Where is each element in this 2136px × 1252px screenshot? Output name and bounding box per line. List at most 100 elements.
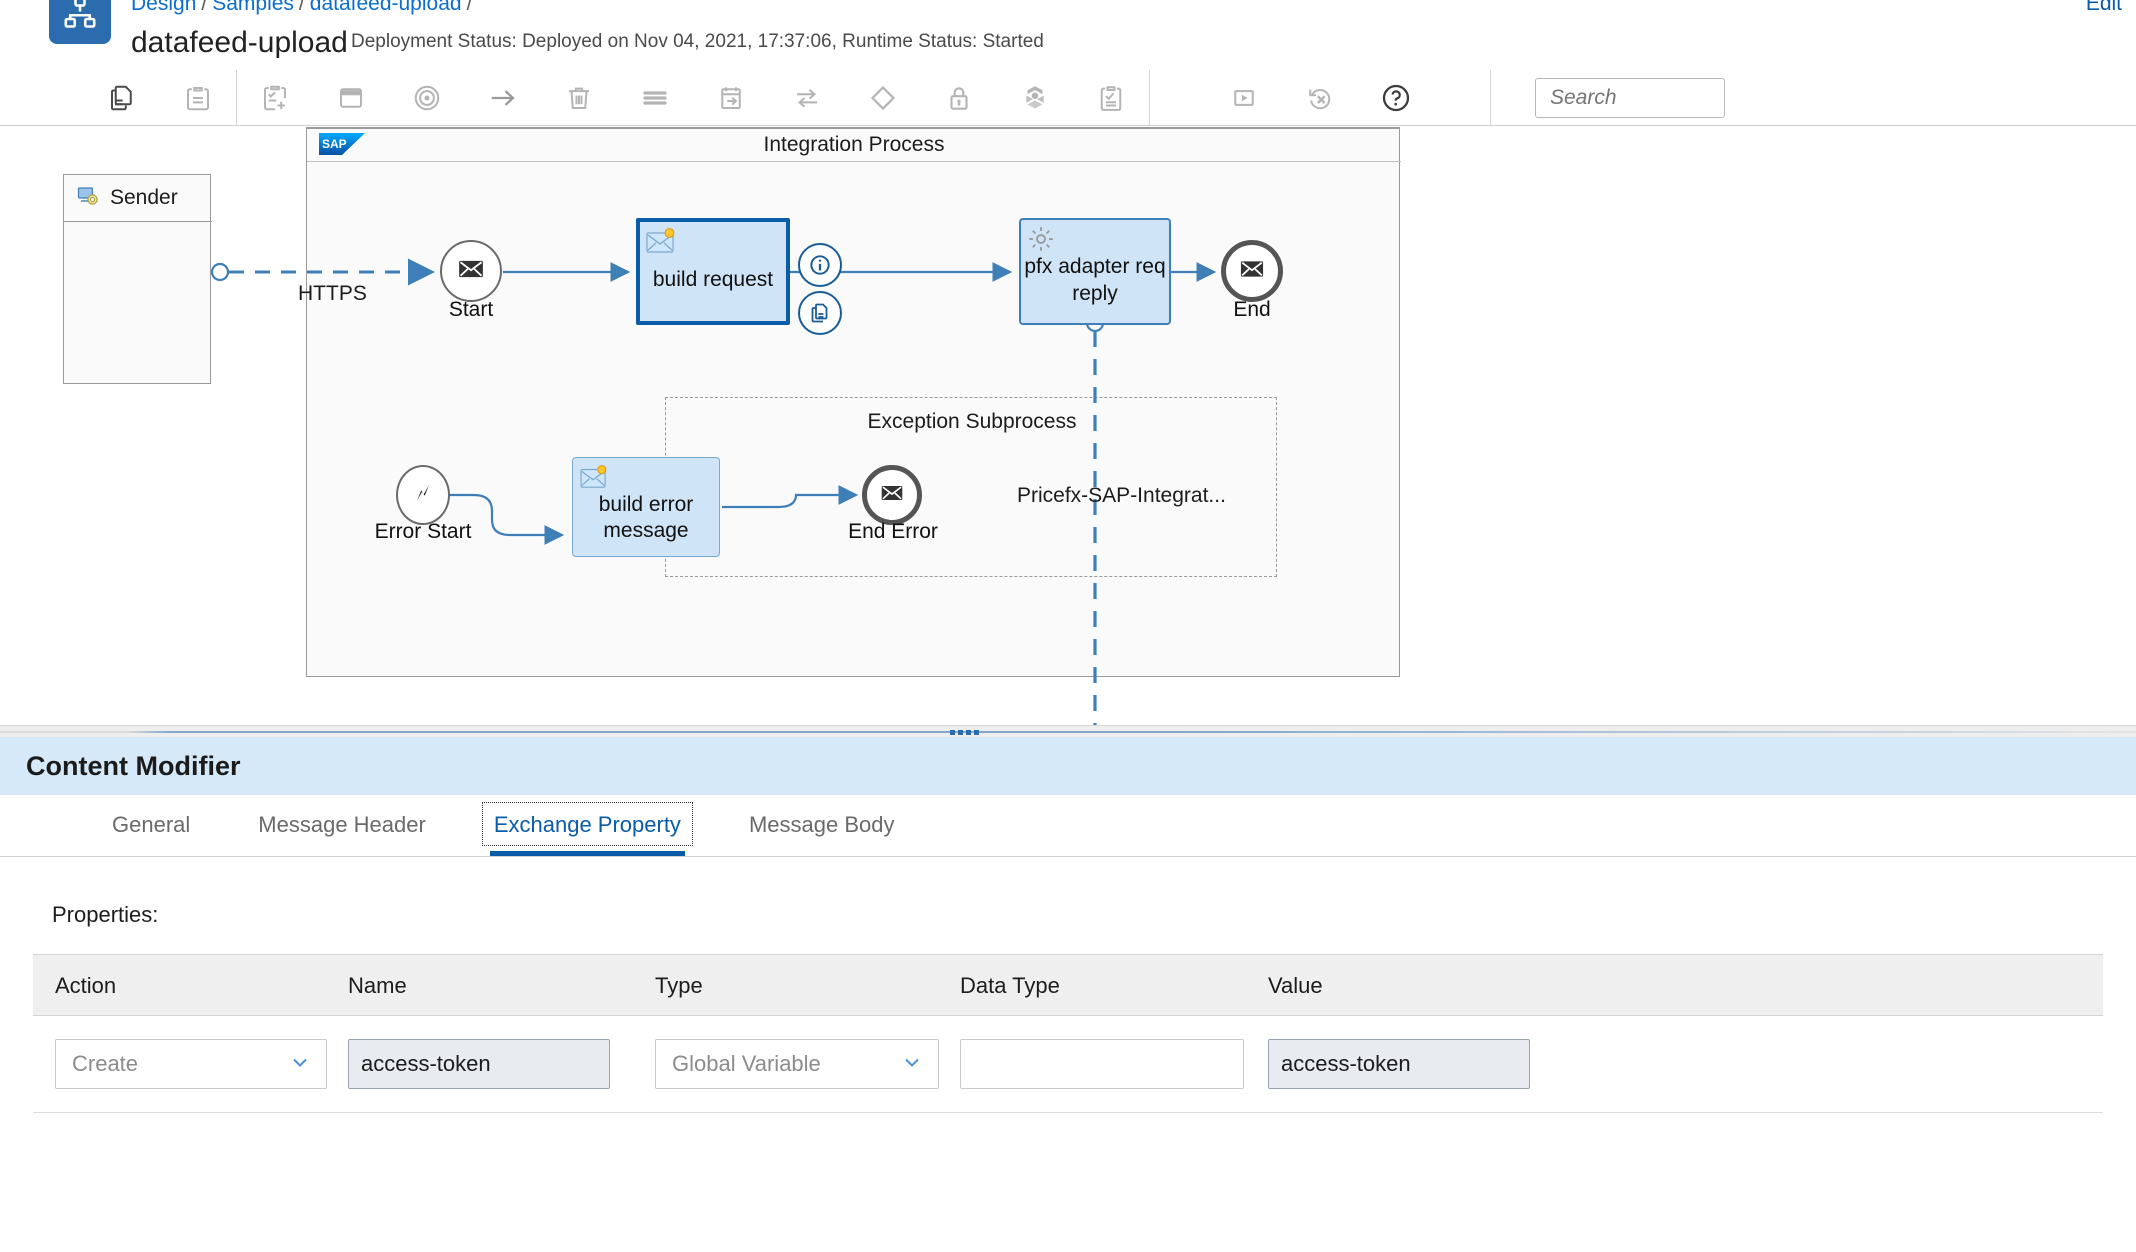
- breadcrumb-sep: /: [466, 0, 473, 15]
- tab-active-underline: [489, 851, 685, 856]
- toolbar-separator: [1490, 69, 1491, 126]
- copy-badge-icon[interactable]: [798, 291, 842, 335]
- integration-process-header: Integration Process: [307, 129, 1401, 162]
- receiver-flow-label: Pricefx-SAP-Integrat...: [1017, 484, 1226, 507]
- svg-text:SAP: SAP: [322, 137, 347, 151]
- column-header-type: Type: [655, 973, 703, 998]
- edit-button[interactable]: Edit: [2085, 0, 2122, 15]
- content-modifier-icon: [580, 465, 608, 494]
- chevron-down-icon: [900, 1050, 924, 1079]
- start-event-node[interactable]: [440, 240, 502, 302]
- content-modifier-tabs: General Message Header Exchange Property…: [0, 795, 2136, 857]
- search-input[interactable]: [1548, 84, 1712, 111]
- breadcrumb-item-design[interactable]: Design: [131, 0, 197, 15]
- sap-logo: SAP: [319, 133, 365, 155]
- action-dropdown[interactable]: Create: [55, 1039, 327, 1089]
- page-title: datafeed-upload: [131, 26, 348, 59]
- content-modifier-title-bar: Content Modifier: [0, 737, 2136, 795]
- exception-subprocess[interactable]: Exception Subprocess: [665, 397, 1277, 577]
- breadcrumb: Design / Samples / datafeed-upload /: [131, 0, 477, 16]
- end-event-label: End: [1233, 298, 1271, 321]
- integration-process-pool[interactable]: Integration Process SAP Exception Subpro…: [306, 127, 1401, 677]
- toolbar-separator: [236, 69, 237, 126]
- type-dropdown-value: Global Variable: [672, 1051, 821, 1076]
- arrow-right-icon[interactable]: [465, 70, 541, 126]
- breadcrumb-sep: /: [298, 0, 305, 15]
- cube-icon[interactable]: [997, 70, 1073, 126]
- message-end-event-icon: [879, 480, 905, 511]
- toolbar-group-clipboard: [84, 70, 236, 126]
- value-input[interactable]: [1268, 1039, 1530, 1089]
- cell-action: Create: [55, 1039, 327, 1089]
- play-icon[interactable]: [1206, 70, 1282, 126]
- pfx-adapter-label: pfx adapter req reply: [1024, 255, 1166, 305]
- sender-participant-header: Sender: [64, 175, 212, 222]
- tab-general[interactable]: General: [108, 794, 194, 856]
- error-start-event-label: Error Start: [374, 520, 472, 543]
- end-error-event-node[interactable]: [862, 465, 922, 525]
- end-event-node[interactable]: [1221, 240, 1283, 302]
- search-box[interactable]: [1535, 77, 1725, 118]
- column-header-name: Name: [348, 973, 407, 998]
- sender-participant[interactable]: Sender: [63, 174, 212, 384]
- start-event-label: Start: [448, 298, 494, 321]
- tab-message-body-label: Message Body: [748, 812, 895, 837]
- tab-message-header-label: Message Header: [258, 812, 426, 837]
- help-circle-icon[interactable]: [1358, 70, 1434, 126]
- cell-value: [1268, 1039, 1530, 1089]
- tab-message-header[interactable]: Message Header: [254, 794, 430, 856]
- message-start-event-icon: [456, 254, 486, 289]
- editor-toolbar: [0, 69, 2136, 126]
- event-icon[interactable]: [389, 70, 465, 126]
- copy-icon[interactable]: [84, 70, 160, 126]
- chevron-down-icon: [288, 1050, 312, 1079]
- lock-icon[interactable]: [921, 70, 997, 126]
- name-input[interactable]: [348, 1039, 610, 1089]
- clipboard-check-icon[interactable]: [1073, 70, 1149, 126]
- menu-lines-icon[interactable]: [617, 70, 693, 126]
- add-task-icon[interactable]: [237, 70, 313, 126]
- tab-exchange-property-label: Exchange Property: [493, 812, 681, 837]
- content-modifier-icon: [646, 228, 676, 259]
- gear-icon: [1026, 224, 1056, 259]
- sender-participant-icon: [76, 184, 100, 213]
- info-badge-icon[interactable]: [798, 243, 842, 287]
- column-header-action: Action: [55, 973, 117, 998]
- integration-process-label: Integration Process: [763, 133, 945, 156]
- diamond-icon[interactable]: [845, 70, 921, 126]
- breadcrumb-sep: /: [201, 0, 208, 15]
- breadcrumb-item-artifact[interactable]: datafeed-upload: [309, 0, 462, 15]
- message-end-event-icon: [1238, 255, 1266, 288]
- calendar-arrow-icon[interactable]: [693, 70, 769, 126]
- tab-general-label: General: [112, 812, 191, 837]
- toolbar-separator: [1149, 69, 1150, 126]
- cell-name: [348, 1039, 610, 1089]
- trash-icon[interactable]: [541, 70, 617, 126]
- action-dropdown-value: Create: [72, 1051, 139, 1076]
- end-error-event-label: End Error: [848, 520, 938, 543]
- exception-subprocess-label: Exception Subprocess: [867, 410, 1077, 433]
- data-type-input[interactable]: [960, 1039, 1244, 1089]
- table-row: Create Global Variable: [33, 1016, 2103, 1113]
- tab-exchange-property[interactable]: Exchange Property: [481, 794, 693, 856]
- column-header-value: Value: [1268, 973, 1323, 998]
- subprocess-icon[interactable]: [313, 70, 389, 126]
- breadcrumb-item-samples[interactable]: Samples: [212, 0, 294, 15]
- tab-message-body[interactable]: Message Body: [745, 794, 899, 856]
- paste-icon[interactable]: [160, 70, 236, 126]
- type-dropdown[interactable]: Global Variable: [655, 1039, 939, 1089]
- toolbar-group-palette: [237, 70, 1149, 126]
- build-request-label: build request: [652, 267, 774, 291]
- https-flow-label: HTTPS: [298, 282, 367, 305]
- toolbar-group-simulation: [1206, 70, 1434, 126]
- tab-focus-ring: [481, 802, 693, 846]
- splitter-grip[interactable]: [950, 727, 980, 737]
- app-logo-icon: [49, 0, 111, 44]
- panel-splitter[interactable]: [0, 725, 2136, 737]
- content-modifier-title: Content Modifier: [26, 750, 241, 781]
- undo-x-icon[interactable]: [1282, 70, 1358, 126]
- integration-flow-canvas[interactable]: Sender Integration Process SAP Exception…: [0, 127, 2136, 733]
- error-start-event-icon: [410, 480, 436, 511]
- error-start-event-node[interactable]: [396, 465, 450, 525]
- exchange-arrows-icon[interactable]: [769, 70, 845, 126]
